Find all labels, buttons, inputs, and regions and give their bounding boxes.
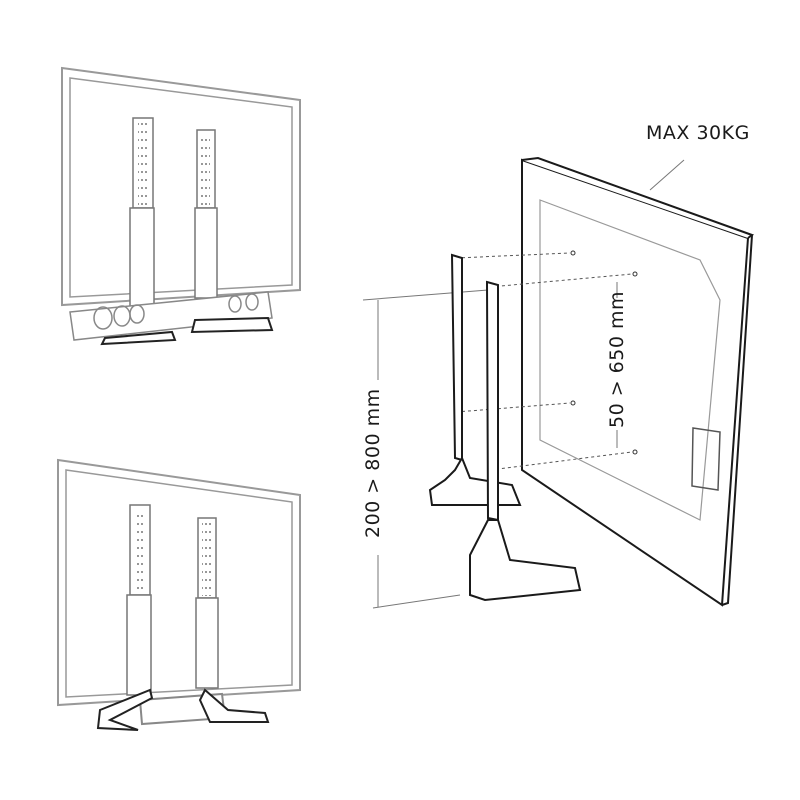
- tv-rear-view-illustration: [362, 156, 755, 609]
- bracket-right: [194, 129, 218, 299]
- height-range-label: 200 > 800 mm: [362, 388, 384, 538]
- dimension-lines: [362, 159, 685, 609]
- vesa-range-label: 50 > 650 mm: [606, 291, 628, 428]
- vesa-holes: [570, 250, 638, 455]
- tv-with-device-illustration: [57, 458, 301, 731]
- stand-back: [428, 253, 522, 506]
- stand-front: [469, 280, 582, 602]
- dashed-guides: [455, 252, 633, 471]
- max-load-label: MAX 30KG: [646, 122, 750, 144]
- bracket-left: [129, 117, 155, 309]
- tv-with-soundbar-illustration: [61, 66, 301, 346]
- soundbar: [69, 291, 273, 341]
